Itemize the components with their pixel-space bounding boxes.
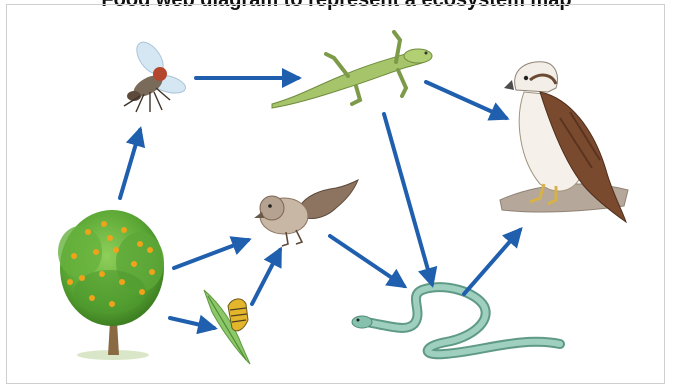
lizard-illustration: [272, 32, 432, 108]
arrow-snake-to-hawk: [464, 230, 520, 294]
arrow-tree-to-sparrow: [174, 240, 248, 268]
fly-illustration: [124, 38, 187, 112]
arrow-tree-to-caterpillar: [170, 318, 214, 328]
orange-tree-illustration: [58, 210, 164, 360]
arrow-lizard-to-hawk: [426, 82, 506, 118]
arrow-tree-to-fly: [120, 130, 140, 198]
arrow-sparrow-to-snake: [330, 236, 404, 286]
hawk-illustration: [500, 62, 628, 222]
sparrow-illustration: [254, 180, 358, 246]
arrow-lizard-to-snake: [384, 114, 432, 284]
snake-illustration: [352, 287, 560, 354]
arrow-caterpillar-to-sparrow: [252, 250, 280, 304]
